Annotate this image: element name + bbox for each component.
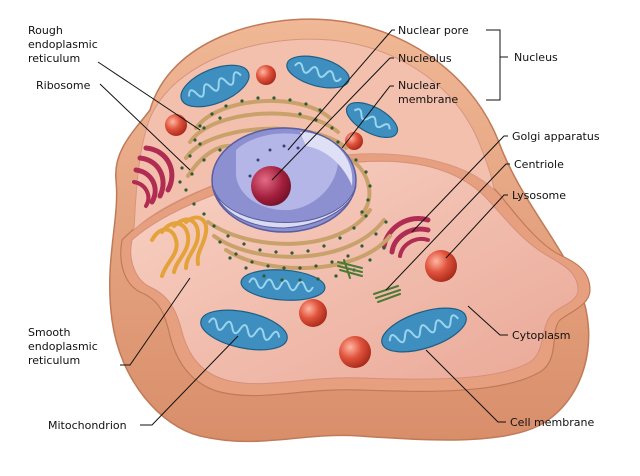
lysosome-4 [425, 250, 457, 282]
mitochondrion-bottom-left [200, 309, 288, 351]
label-smooth-er: Smooth endoplasmic reticulum [28, 326, 101, 367]
leader-cytoplasm [467, 305, 508, 336]
label-cytoplasm: Cytoplasm [512, 329, 570, 342]
leader-smooth-er [120, 277, 191, 366]
label-ribosome: Ribosome [36, 79, 91, 92]
label-mitochondrion: Mitochondrion [48, 419, 127, 432]
label-centriole: Centriole [514, 158, 564, 171]
mitochondrion-right [345, 101, 399, 139]
lysosome-3 [345, 132, 363, 150]
nucleus-bracket [486, 29, 501, 101]
lysosome-1 [256, 65, 276, 85]
leader-nuclear-pore [287, 29, 395, 151]
mitochondrion-bottom-right [381, 307, 467, 353]
label-cell-membrane: Cell membrane [510, 416, 594, 429]
label-nuclear-membrane: Nuclear membrane [398, 79, 458, 106]
label-lysosome: Lysosome [512, 189, 566, 202]
lysosome-2 [165, 114, 187, 136]
leader-golgi [411, 135, 508, 233]
mitochondrion-top-left [180, 64, 250, 108]
lysosome-5 [299, 299, 327, 327]
smooth-er-shape [150, 215, 209, 278]
label-nucleus: Nucleus [514, 51, 558, 64]
leader-rough-er [97, 61, 201, 131]
mitochondrion-center [240, 269, 326, 301]
centriole-shape [337, 259, 401, 303]
label-golgi: Golgi apparatus [512, 130, 600, 143]
label-nucleolus: Nucleolus [398, 52, 452, 65]
leader-lines [97, 29, 510, 426]
leader-nuclear-membrane [341, 85, 394, 149]
golgi-left [132, 145, 175, 208]
leader-centriole [385, 163, 510, 291]
rough-er-shape [184, 98, 392, 270]
leader-lysosome [445, 194, 508, 259]
label-rough-er: Rough endoplasmic reticulum [28, 24, 101, 65]
leader-ribosome [99, 83, 191, 171]
leader-mitochondrion [140, 335, 239, 426]
nucleolus-shape [251, 166, 291, 206]
label-nuclear-pore: Nuclear pore [398, 24, 469, 37]
leader-cell-membrane [425, 349, 506, 423]
lysosome-6 [339, 336, 371, 368]
leader-nucleolus [271, 57, 394, 181]
